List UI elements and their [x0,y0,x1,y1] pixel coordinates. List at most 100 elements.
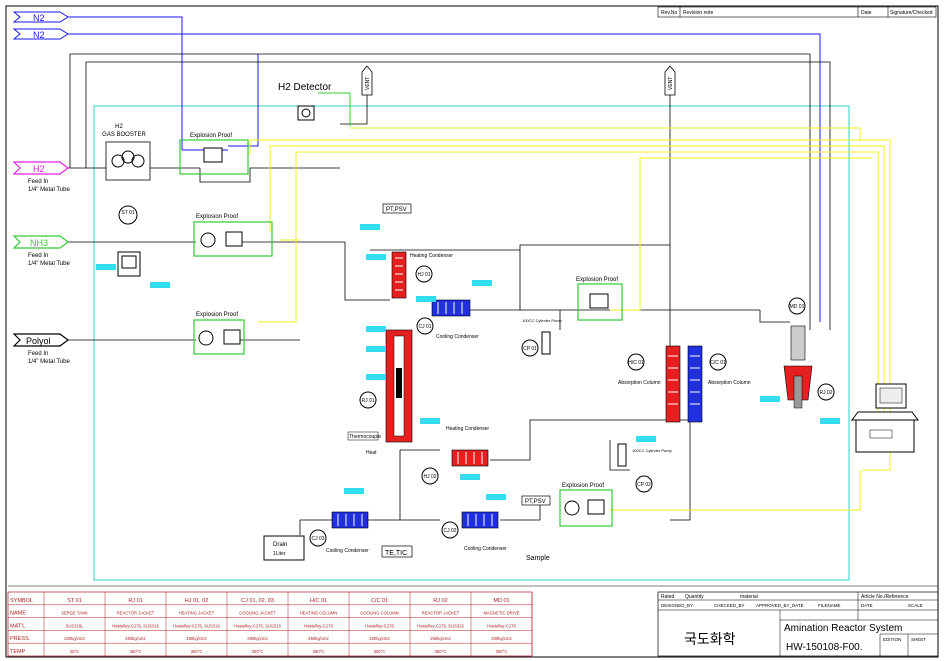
cooling-condenser-label-2: Cooling Condenser [464,546,507,552]
table-cell: H/C 01 [310,598,327,604]
table-cell: COOLING JACKET [239,611,276,616]
cp01-pump-label: 100CC Cylinder Pump [522,318,563,323]
drawing-frame [5,5,939,658]
drain-volume: 1Liter [273,551,286,557]
revision-block: Rev.No Revision note Date Signature/Chec… [657,6,937,18]
reactor-heat-label: Heat [366,450,377,456]
cooling-condenser-label-1: Cooling Condenser [436,334,479,340]
n2-feed-arrow-2: N2 [12,28,69,40]
absorption-column-label-2: Absorption Column [708,380,751,386]
h2-label: H2 [33,164,45,174]
vent-2-label: VENT [668,77,674,90]
explosion-proof-3: Explosion Proof [193,312,245,355]
table-cell: MAGNETIC DRIVE [483,611,519,616]
polyol-label: Polyol [26,336,51,346]
n2-lines [68,16,821,322]
pt-psv-tag-2: PT,PSV [521,495,551,506]
cc01-tag: C/C 01 [710,360,726,366]
te-tic-tag: TE,TIC [381,545,413,558]
n2-label-2: N2 [33,30,45,40]
tb-sheet: SHEET [911,637,926,642]
table-cell: REACTOR JACKET [117,611,155,616]
drain-label: Drain [273,542,287,548]
thermocouple-label: Thermocouple [349,434,381,440]
heating-condenser-hj02: Heating Condenser HJ 02 [421,426,489,485]
tb-edition: EDITION [883,637,901,642]
reactor-rj02: MD 01 RJ 02 [783,297,835,409]
table-cell: C/C 01 [371,598,388,604]
cooling-condenser-label-3: Cooling Condenser [326,548,369,554]
cj02-tag: CJ 02 [443,528,456,534]
h2-feed-arrow: H2 Feed In 1/4" Metal Tube [12,161,70,193]
table-cell: 350°C [130,649,142,654]
heating-condenser-label-1: Heating Condenser [410,253,453,259]
te-tic-label: TE,TIC [385,550,407,557]
table-cell: RJ 01 [128,598,142,604]
table-cell: Hastelloy-C276 [365,623,394,628]
computer-icon [851,383,919,453]
table-row-header: NAME [10,611,26,617]
tb-date: DATE [861,603,873,608]
table-cell: HEATING COLUMN [300,611,338,616]
polyol-feed-note: Feed In [28,351,48,357]
tb-drawing-no: HW-150108-F00. [786,642,863,653]
nh3-feed-note: Feed In [28,253,48,259]
table-cell: 25°C [70,649,79,654]
table-cell: SERGE TANK [61,611,88,616]
polyol-feed-arrow: Polyol Feed In 1/4" Metal Tube [12,333,70,365]
table-row-header: PRESS. [10,636,31,642]
tb-article: Article No./Reference [861,594,909,600]
nh3-label: NH3 [30,238,48,248]
table-row-header: TEMP [10,649,26,655]
pt-psv-1-label: PT,PSV [386,207,407,213]
absorption-column-label-1: Absorption Column [618,380,661,386]
table-cell: MD 01 [493,598,509,604]
explosion-proof-2: Explosion Proof [193,214,273,257]
table-cell: Hastelloy-C276, SUS316 [173,623,220,628]
cooling-condenser-cj01: CJ 01 Cooling Condenser [416,299,479,340]
absorption-column-cc01: C/C 01 Absorption Column [687,345,751,423]
table-cell: COOLING COLUMN [360,611,399,616]
polyol-feed-tube: 1/4" Metal Tube [28,359,70,365]
serge-tank-st01: ST 01 [117,205,141,277]
explosion-proof-2-label: Explosion Proof [196,214,238,220]
rj02-tag: RJ 02 [819,390,832,396]
table-cell: 350°C [374,649,386,654]
table-cell: REACTOR JACKET [422,611,460,616]
hj02-tag: HJ 02 [423,474,436,480]
title-block: Rated Quantity material Article No./Refe… [657,591,939,657]
table-cell: 350°C [435,649,447,654]
cooling-condenser-cj02: CJ 02 Cooling Condenser [441,511,507,552]
cylinder-pump-cp01: 100CC Cylinder Pump CP 01 [521,318,563,357]
tb-rated: Rated [661,594,675,600]
table-cell: 250kg/cm2 [491,636,512,641]
table-cell: 350°C [191,649,203,654]
cp01-tag: CP 01 [523,346,537,352]
explosion-proof-5: Explosion Proof [559,483,613,527]
rj01-tag: RJ 01 [361,398,374,404]
cj01-tag: CJ 01 [418,324,431,330]
system-boundary [93,105,850,581]
heating-condenser-label-2: Heating Condenser [446,426,489,432]
pt-psv-tag-1: PT,PSV [382,203,412,214]
explosion-proof-1-label: Explosion Proof [190,133,232,139]
rev-no-label: Rev.No [661,10,678,16]
gas-booster: H2 GAS BOOSTER [102,124,151,181]
h2-detector-signal [318,92,351,126]
absorption-column-hc01: H/C 01 Absorption Column [618,345,681,423]
rev-note-label: Revision note [683,10,714,16]
table-cell: 200kg/cm2 [64,636,85,641]
h2-feed-note: Feed In [28,179,48,185]
tb-filename: FILENAME [818,603,841,608]
signal-lines [249,127,891,511]
explosion-proof-3-label: Explosion Proof [196,312,238,318]
vent-2: VENT [664,65,676,96]
md01-tag: MD 01 [790,304,805,310]
explosion-proof-5-label: Explosion Proof [562,483,604,489]
tb-approved-by: APPROVED_BY_DATE [756,603,804,608]
table-row-header: SYMBOL [10,598,33,604]
nh3-feed-tube: 1/4" Metal Tube [28,261,70,267]
table-cell: 250kg/cm2 [125,636,146,641]
